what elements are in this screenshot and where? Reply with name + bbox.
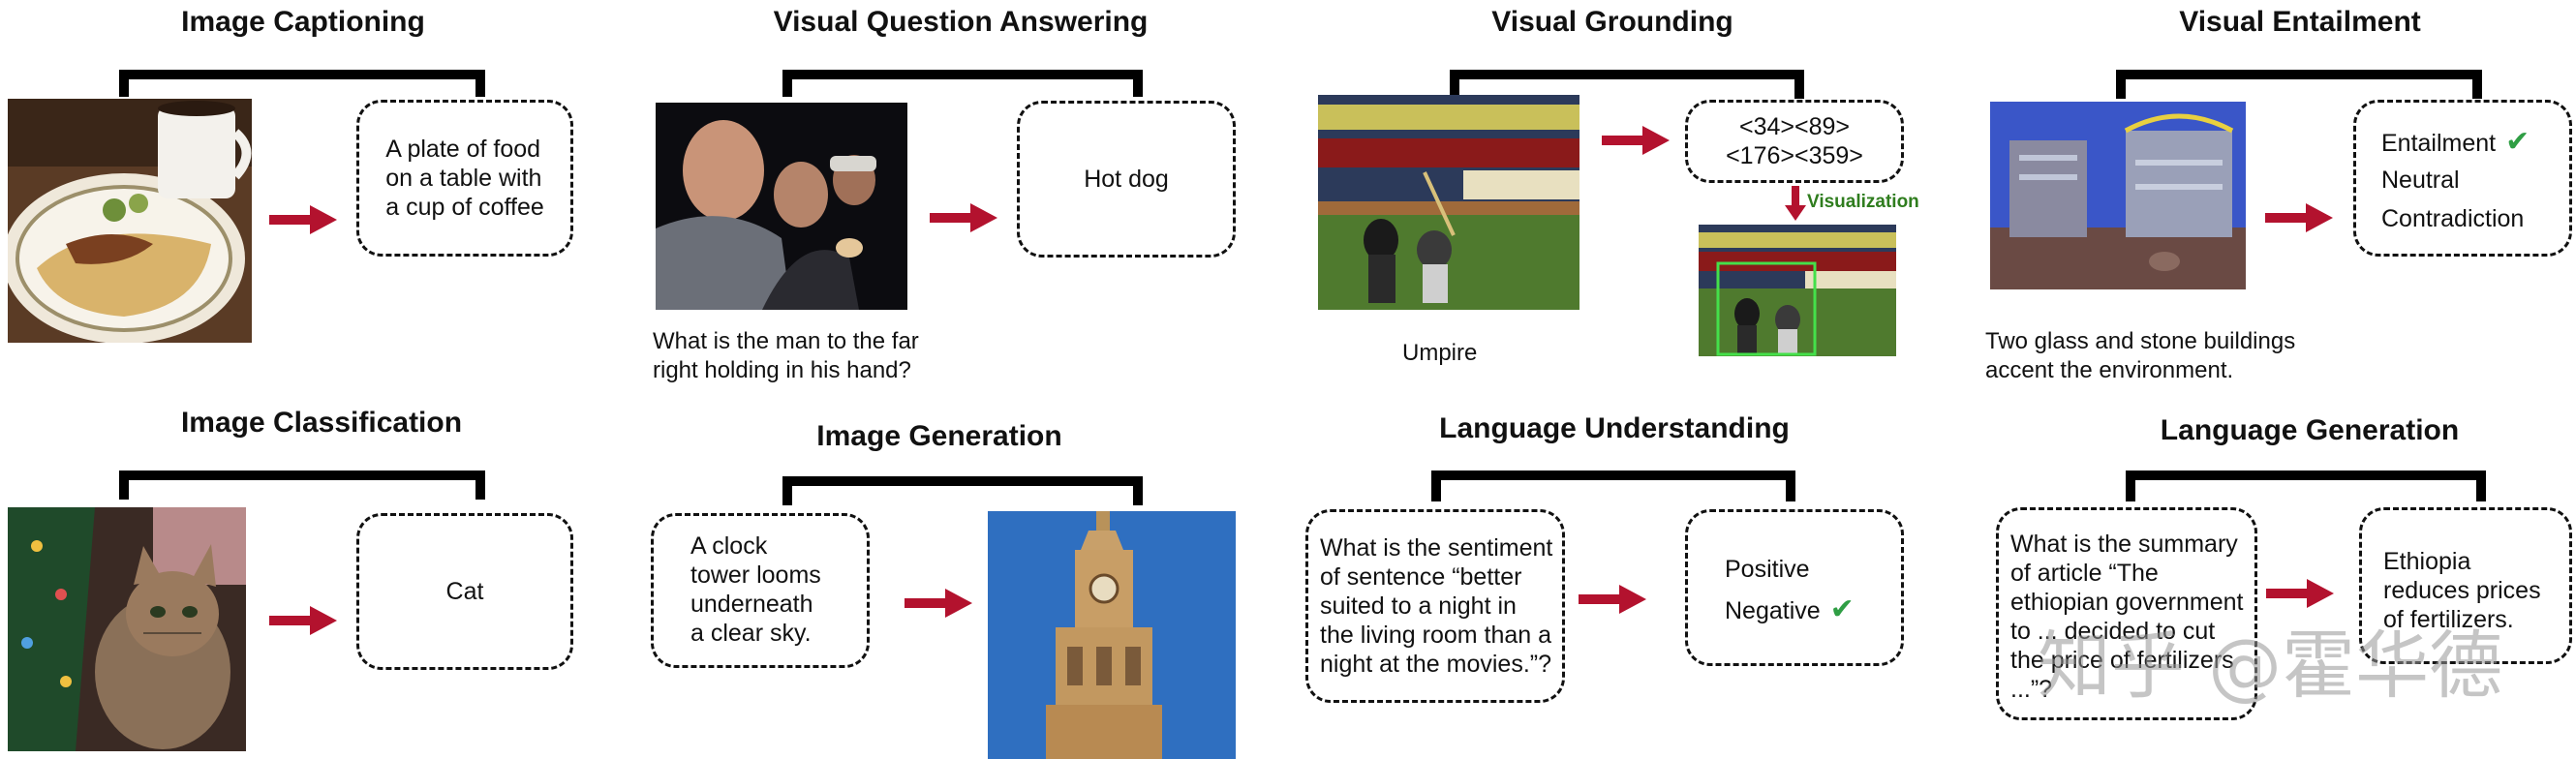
right-arrow-icon	[930, 203, 997, 237]
input-box-prompt: A clock tower looms underneath a clear s…	[651, 513, 870, 668]
bracket	[782, 70, 1143, 97]
caption-output-text: A plate of food on a table with a cup of…	[385, 136, 544, 221]
input-box-article: What is the summary of article “The ethi…	[1996, 507, 2257, 720]
bracket	[1431, 471, 1795, 501]
bracket	[2116, 70, 2482, 99]
right-arrow-icon	[1579, 585, 1646, 619]
buildings-image	[1990, 102, 2246, 289]
sentiment-question-text: What is the sentiment of sentence “bette…	[1320, 534, 1553, 678]
right-arrow-icon	[1602, 126, 1670, 160]
down-arrow-icon	[1785, 186, 1806, 226]
grounding-visualization-image	[1699, 225, 1896, 356]
title-image-classification: Image Classification	[180, 407, 463, 439]
title-image-generation: Image Generation	[816, 420, 1062, 452]
title-visual-grounding: Visual Grounding	[1491, 6, 1733, 38]
checkmark-icon: ✔	[2505, 126, 2530, 158]
bracket	[119, 70, 485, 97]
right-arrow-icon	[905, 589, 972, 622]
title-language-understanding: Language Understanding	[1439, 412, 1790, 444]
output-box-caption: A plate of food on a table with a cup of…	[356, 100, 573, 257]
right-arrow-icon	[2266, 579, 2334, 613]
checkmark-icon: ✔	[1829, 593, 1855, 625]
input-box-sentence: What is the sentiment of sentence “bette…	[1305, 509, 1565, 703]
clock-tower-image	[988, 511, 1236, 759]
grounding-query-text: Umpire	[1402, 340, 1478, 366]
visualization-label: Visualization	[1807, 192, 1919, 212]
bracket	[1450, 70, 1804, 99]
men-eating-image	[656, 103, 907, 310]
food-plate-image	[8, 99, 252, 343]
output-box-coordinates: <34><89> <176><359>	[1685, 100, 1904, 183]
output-box-entailment: Entailment✔ Neutral Contradiction	[2353, 100, 2572, 257]
title-image-captioning: Image Captioning	[181, 6, 425, 38]
vqa-question-text: What is the man to the far right holding…	[653, 328, 919, 383]
entailment-hypothesis-text: Two glass and stone buildings accent the…	[1985, 328, 2296, 383]
generation-prompt-text: A clock tower looms underneath a clear s…	[690, 532, 821, 647]
output-box-answer: Hot dog	[1017, 101, 1236, 258]
option-entailment: Entailment✔	[2381, 126, 2530, 158]
vqa-answer-text: Hot dog	[1084, 166, 1169, 193]
right-arrow-icon	[2265, 203, 2333, 237]
title-visual-entailment: Visual Entailment	[2179, 6, 2421, 38]
option-positive: Positive	[1725, 556, 1810, 583]
output-box-summary: Ethiopia reduces prices of fertilizers.	[2359, 507, 2572, 664]
bracket	[119, 471, 485, 500]
output-box-sentiment: Positive Negative✔	[1685, 509, 1904, 666]
option-neutral: Neutral	[2381, 167, 2460, 194]
class-output-text: Cat	[445, 578, 484, 605]
grounding-coordinates-text: <34><89> <176><359>	[1726, 113, 1863, 169]
title-language-generation: Language Generation	[2160, 414, 2460, 446]
bracket	[2126, 471, 2486, 501]
summary-question-text: What is the summary of article “The ethi…	[2010, 531, 2244, 703]
cat-image	[8, 507, 246, 751]
bracket	[782, 476, 1143, 505]
option-negative: Negative✔	[1725, 593, 1855, 625]
summary-output-text: Ethiopia reduces prices of fertilizers.	[2383, 548, 2541, 633]
right-arrow-icon	[269, 205, 337, 239]
baseball-field-image	[1318, 95, 1579, 310]
watermark: 知乎 @霍华德	[2038, 622, 2503, 709]
output-box-class: Cat	[356, 513, 573, 670]
right-arrow-icon	[269, 606, 337, 640]
option-contradiction: Contradiction	[2381, 205, 2525, 232]
title-vqa: Visual Question Answering	[773, 6, 1149, 38]
